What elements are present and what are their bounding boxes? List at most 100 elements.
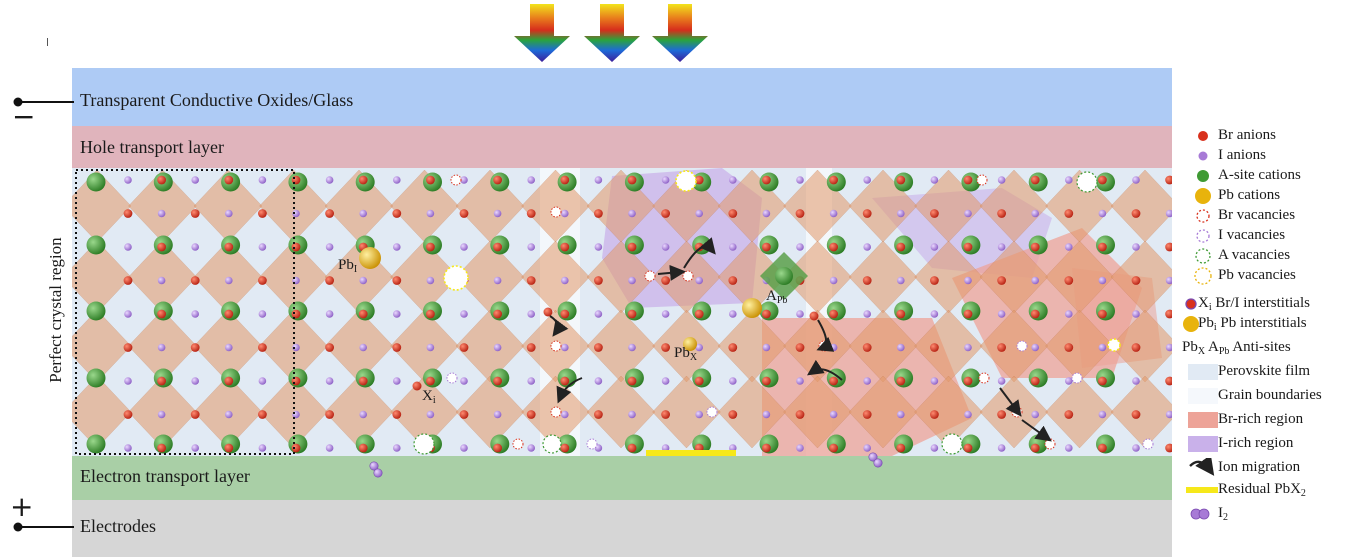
i-rich-swatch-icon	[1188, 436, 1218, 452]
br-anion	[1165, 309, 1172, 319]
br-anion	[291, 376, 301, 386]
i-anion	[930, 310, 939, 318]
legend-item-pbx2-bar: Residual PbX2	[1180, 480, 1362, 500]
i-anion	[225, 343, 233, 352]
br-anion	[963, 376, 973, 386]
i-anion	[258, 377, 267, 385]
i-anion	[1165, 343, 1172, 352]
br-anion	[1064, 276, 1074, 285]
i-anion	[325, 444, 334, 452]
br-anion	[157, 309, 166, 319]
migration-arrow-icon	[556, 377, 583, 404]
br-anion	[1131, 343, 1141, 352]
br-anion	[123, 209, 133, 218]
br-anion	[862, 343, 872, 352]
i-anion	[292, 343, 300, 352]
i-anion	[964, 209, 972, 218]
br-anion	[1165, 175, 1172, 185]
br-anion	[1098, 175, 1107, 185]
i-anion	[829, 410, 838, 419]
pbx6-octahedron	[455, 375, 525, 449]
br-anion	[627, 175, 637, 185]
i-anion	[426, 276, 435, 285]
br-anion	[157, 175, 166, 185]
i-anion	[863, 377, 871, 385]
br-anion	[661, 343, 670, 352]
br-anion	[829, 175, 838, 185]
br-anion	[627, 242, 637, 252]
legend-label: Pbi Pb interstitials	[1198, 315, 1307, 333]
br-anion	[1098, 309, 1107, 319]
i-anion	[1098, 209, 1107, 218]
i-anion	[359, 410, 368, 419]
i-anion	[762, 410, 771, 419]
br-anion	[1131, 209, 1141, 218]
incident-light-arrows	[514, 4, 708, 62]
pb-cation-icon	[1195, 188, 1211, 204]
br-anion-icon	[1198, 131, 1208, 141]
i-anion	[729, 444, 737, 452]
i-anion	[225, 209, 233, 218]
i-anion	[292, 209, 300, 218]
br-anion	[1098, 376, 1107, 386]
br-anion	[560, 309, 570, 319]
i-anion-icon	[1198, 151, 1208, 161]
br-anion	[997, 410, 1006, 419]
i-anion	[729, 377, 737, 385]
br-anion	[291, 309, 301, 319]
pbx6-octahedron	[783, 375, 852, 449]
i-anion	[897, 209, 905, 218]
br-anion	[157, 242, 166, 252]
hole-transport-layer: Hole transport layer	[72, 126, 1172, 168]
legend-label: Ion migration	[1218, 459, 1301, 475]
br-anion	[795, 209, 805, 218]
i-anion	[191, 310, 199, 318]
legend-label: Grain boundaries	[1218, 387, 1322, 403]
x-interstitial-label: Xi	[422, 388, 436, 406]
i-anion	[1165, 410, 1172, 419]
legend-label: A vacancies	[1218, 247, 1291, 263]
br-anion	[896, 443, 906, 453]
legend-label: I2	[1218, 505, 1228, 523]
pbx6-octahedron	[586, 375, 656, 449]
br-vacancy	[450, 174, 462, 186]
perovskite-film: PbI Xi PbX APb	[72, 168, 1172, 456]
residual-pbx2-bar	[646, 450, 736, 456]
br-anion	[459, 410, 469, 419]
br-anion	[291, 242, 301, 252]
legend-item-br-anion: Br anions	[1180, 126, 1362, 146]
br-anion	[829, 376, 838, 386]
i-anion	[1132, 377, 1140, 385]
i-anion	[157, 209, 166, 218]
i-vacancy	[706, 406, 718, 418]
i-anion	[258, 310, 267, 318]
i-anion	[426, 410, 435, 419]
br-anion	[694, 376, 704, 386]
i-anion	[661, 176, 670, 184]
legend-label: PbX APb Anti-sites	[1182, 339, 1291, 357]
a-vacancy	[542, 434, 562, 454]
br-anion	[426, 242, 435, 252]
light-arrow-icon	[584, 4, 640, 62]
br-anion	[762, 242, 771, 252]
i-anion	[527, 310, 535, 318]
br-vacancy	[978, 372, 990, 384]
legend-label: Br vacancies	[1218, 207, 1296, 223]
legend-label: Perovskite film	[1218, 363, 1311, 379]
br-anion	[1098, 242, 1107, 252]
i-anion	[930, 444, 939, 452]
i-anion	[762, 209, 771, 218]
br-anion	[1064, 410, 1074, 419]
legend-item-br-vacancy: Br vacancies	[1180, 206, 1362, 226]
br-anion	[862, 276, 872, 285]
br-anion	[392, 209, 402, 218]
negative-sign: −	[12, 100, 36, 133]
legend-item-i-vacancy: I vacancies	[1180, 226, 1362, 246]
perfect-crystal-region-label: Perfect crystal region	[46, 237, 65, 383]
i-anion	[157, 276, 166, 285]
i-anion	[527, 176, 535, 184]
br-anion	[762, 443, 771, 453]
br-anion	[997, 276, 1006, 285]
i-anion	[796, 444, 804, 452]
i-anion	[1165, 209, 1172, 218]
